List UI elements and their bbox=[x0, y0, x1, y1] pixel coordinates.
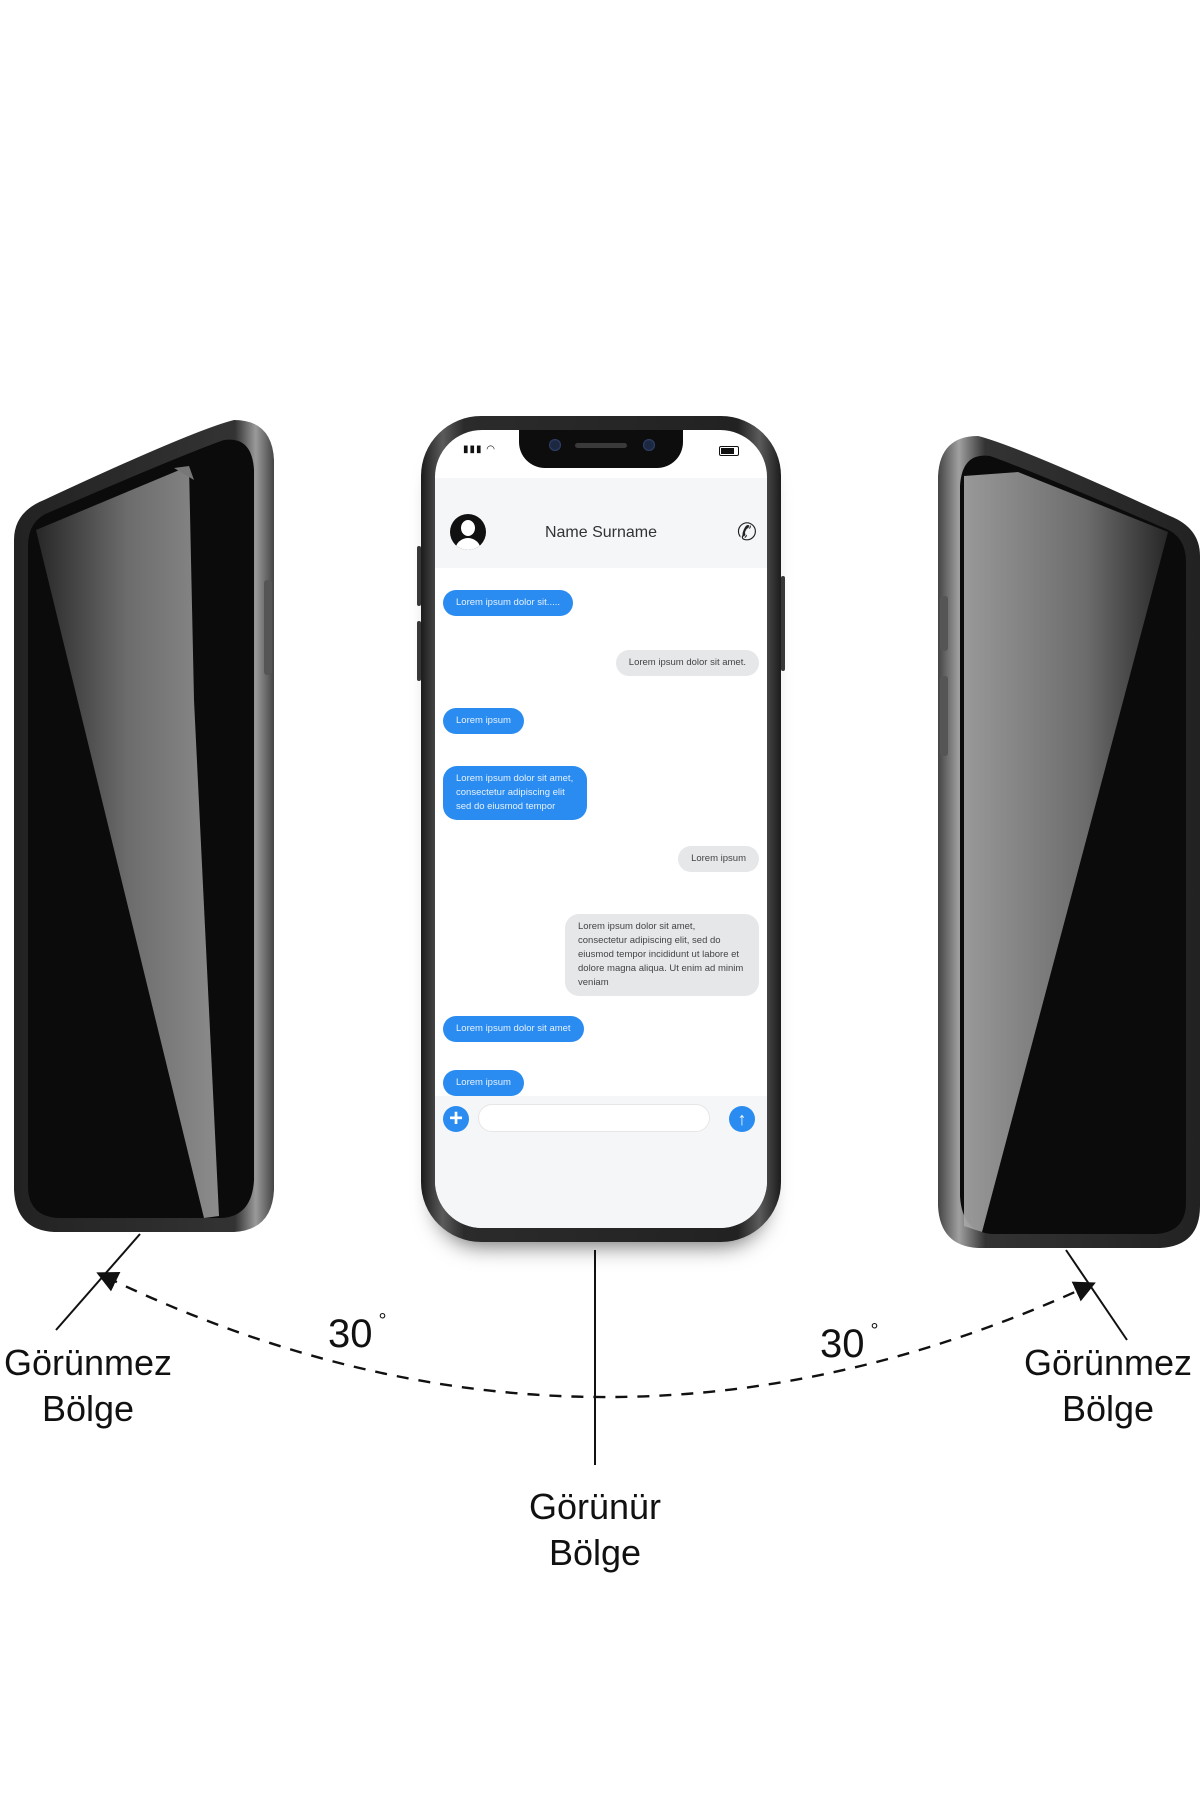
message-bubble-outgoing: Lorem ipsum bbox=[443, 708, 524, 734]
camera-icon bbox=[549, 439, 561, 451]
message-bubble-incoming: Lorem ipsum bbox=[678, 846, 759, 872]
message-bubble-outgoing: Lorem ipsum bbox=[443, 1070, 524, 1096]
sensor-icon bbox=[643, 439, 655, 451]
battery-icon bbox=[719, 446, 739, 456]
signal-wifi-icon: ▮▮▮ ◠ bbox=[463, 444, 497, 455]
user-avatar-icon[interactable] bbox=[450, 514, 486, 550]
right-zone-pointer-line bbox=[1065, 1249, 1128, 1341]
left-angle-label: 30° bbox=[328, 1310, 387, 1356]
message-input[interactable] bbox=[478, 1104, 710, 1132]
center-phone-visible-view: ▮▮▮ ◠ Name Surname ✆ Lorem ipsum dolor s… bbox=[417, 416, 785, 1242]
volume-button bbox=[417, 621, 421, 681]
contact-name: Name Surname bbox=[544, 524, 658, 541]
message-bubble-incoming: Lorem ipsum dolor sit amet, consectetur … bbox=[565, 914, 759, 996]
power-button bbox=[781, 576, 785, 671]
phone-notch bbox=[519, 430, 683, 468]
right-invisible-zone-label: Görünmez Bölge bbox=[1023, 1342, 1193, 1429]
left-phone-privacy-view bbox=[14, 420, 274, 1240]
left-zone-pointer-line bbox=[55, 1233, 141, 1331]
speaker-grille bbox=[575, 443, 627, 448]
plus-icon[interactable]: + bbox=[443, 1106, 469, 1132]
chat-header: Name Surname ✆ bbox=[435, 478, 767, 568]
message-input-bar: + ↑ bbox=[435, 1096, 767, 1228]
right-angle-label: 30° bbox=[820, 1320, 879, 1366]
arrow-up-icon[interactable]: ↑ bbox=[729, 1106, 755, 1132]
message-bubble-incoming: Lorem ipsum dolor sit amet. bbox=[615, 650, 759, 676]
message-bubble-outgoing: Lorem ipsum dolor sit amet, consectetur … bbox=[443, 766, 587, 820]
left-invisible-zone-label: Görünmez Bölge bbox=[3, 1342, 173, 1429]
message-bubble-outgoing: Lorem ipsum dolor sit..... bbox=[443, 590, 574, 616]
phone-screen: ▮▮▮ ◠ Name Surname ✆ Lorem ipsum dolor s… bbox=[435, 430, 767, 1228]
right-phone-privacy-view bbox=[938, 436, 1200, 1256]
message-bubble-outgoing: Lorem ipsum dolor sit amet bbox=[443, 1016, 584, 1042]
phone-call-icon[interactable]: ✆ bbox=[736, 519, 757, 546]
volume-button bbox=[417, 546, 421, 606]
center-visible-zone-label: Görünür Bölge bbox=[528, 1486, 662, 1573]
